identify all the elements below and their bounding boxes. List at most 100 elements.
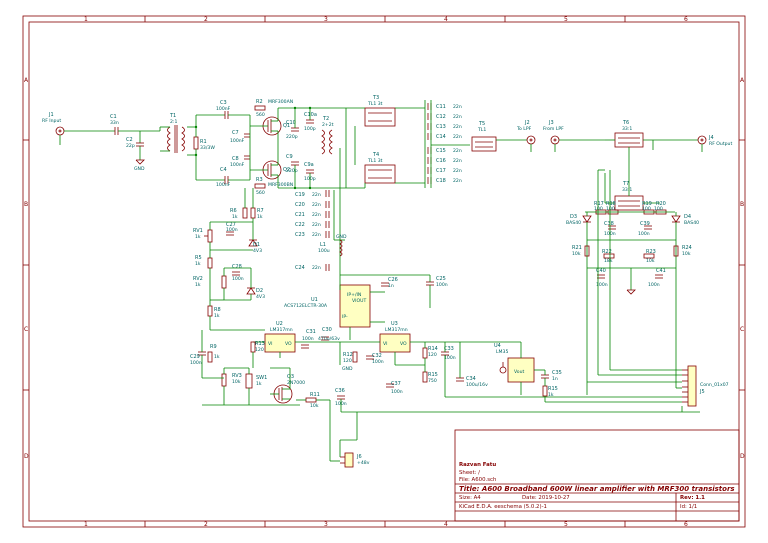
title-block: Razvan Fatu Sheet: / File: A600.sch Titl… xyxy=(454,429,740,522)
c22-value: 22n xyxy=(312,222,321,228)
c31-value: 100n xyxy=(302,336,314,342)
c1-ref: C1 xyxy=(110,114,117,120)
c29-ref: C29 xyxy=(190,354,200,360)
r20-value: 100 xyxy=(654,206,663,212)
current-sensor: IP+/IN VIOUT IP- U1 ACS712ELCTR-30A C26 … xyxy=(284,274,448,340)
c30-value: 470u/63v xyxy=(318,336,340,342)
c14-ref: C14 xyxy=(436,134,446,140)
r19-ref: R19 xyxy=(642,201,652,207)
c17-value: 22n xyxy=(453,168,462,174)
r6-ref: R6 xyxy=(230,208,237,214)
c22-ref: C22 xyxy=(295,222,305,228)
r3-ref: R3 xyxy=(256,177,263,183)
title-author: Razvan Fatu xyxy=(459,462,496,468)
u1-pin1: IP+/IN xyxy=(347,292,361,298)
r18-ref: R18 xyxy=(606,201,616,207)
u4-value: LM35 xyxy=(496,349,508,355)
r9-value: 1k xyxy=(214,354,220,360)
c7-value: 100nF xyxy=(230,138,245,144)
t6-value: 33:1 xyxy=(622,126,632,132)
c23-value: 22n xyxy=(312,232,321,238)
col-label: 6 xyxy=(684,16,688,23)
c13-ref: C13 xyxy=(436,124,446,130)
col-label: 5 xyxy=(564,521,568,528)
c33-ref: C33 xyxy=(444,346,454,352)
c35-value: 1n xyxy=(552,376,558,382)
rv1-value: 1k xyxy=(195,234,201,240)
r8-ref: R8 xyxy=(214,307,221,313)
r13-value: 120 xyxy=(255,347,264,353)
c28-value: 100n xyxy=(232,276,244,282)
col-label: 1 xyxy=(84,521,88,528)
u4-pin: Vout xyxy=(514,369,525,375)
u4-ref: U4 xyxy=(494,343,501,349)
u1-value: ACS712ELCTR-30A xyxy=(284,303,328,309)
row-label: A xyxy=(740,77,745,84)
c17-ref: C17 xyxy=(436,168,446,174)
u2-value: LM317mn xyxy=(270,327,293,333)
bias-switch: C29 100n RV3 10k SW1 1k Q3 2N7000 R11 10… xyxy=(190,330,700,462)
c19-ref: C19 xyxy=(295,192,305,198)
t1-value: 2:1 xyxy=(170,119,177,125)
title-tool: KiCad E.D.A. eeschema (5.0.2)-1 xyxy=(459,504,547,510)
c39-ref: C39 xyxy=(640,221,650,227)
col-label: 3 xyxy=(324,521,328,528)
u1-pin2: VIOUT xyxy=(352,298,366,304)
c33-value: 100n xyxy=(444,355,456,361)
d4-ref: D4 xyxy=(684,214,691,220)
t1-ref: T1 xyxy=(169,113,176,119)
q2-ref: Q2 xyxy=(283,167,290,173)
j5-value: Conn_01x07 xyxy=(700,382,729,388)
c32-ref: C32 xyxy=(372,353,382,359)
c2-ref: C2 xyxy=(126,137,133,143)
title-rev: Rev: 1.1 xyxy=(680,495,705,501)
q1-value: MRF300AN xyxy=(268,99,293,105)
l1-ref: L1 xyxy=(320,242,326,248)
j6-value: +48v xyxy=(357,460,370,466)
c34-ref: C34 xyxy=(466,376,476,382)
cap-bank: C11 22n C12 22n C13 22n C14 22n C15 22n … xyxy=(427,100,462,188)
gnd-label: GND xyxy=(336,234,347,240)
j2-value: To LPF xyxy=(516,126,532,132)
row-label: D xyxy=(740,453,745,460)
col-label: 2 xyxy=(204,16,208,23)
c7-ref: C7 xyxy=(232,130,239,136)
c19-value: 22n xyxy=(312,192,321,198)
l1-value: 100u xyxy=(318,248,330,254)
c8-value: 100nF xyxy=(230,162,245,168)
output-transformers: T3 TL1 3t T4 TL1 3t C11 22n C12 22n C13 … xyxy=(346,95,732,211)
u1-pin3: IP- xyxy=(342,314,348,320)
j3-ref: J3 xyxy=(548,120,554,126)
u2-vi: VI xyxy=(268,341,273,347)
r22-value: 18k xyxy=(604,258,613,264)
r14-ref: R14 xyxy=(428,346,438,352)
c23-ref: C23 xyxy=(295,232,305,238)
r21-ref: R21 xyxy=(572,245,582,251)
c14-value: 22n xyxy=(453,134,462,140)
r13-ref: R13 xyxy=(255,341,265,347)
c34-value: 100u/16v xyxy=(466,382,488,388)
r1-ref: R1 xyxy=(200,139,207,145)
c26-ref: C26 xyxy=(388,277,398,283)
c27-value: 100n xyxy=(226,227,238,233)
c11-value: 22n xyxy=(453,104,462,110)
r21-value: 10k xyxy=(572,251,581,257)
d3-value: BAS40 xyxy=(566,220,581,226)
sw1-ref: SW1 xyxy=(256,375,267,381)
q3-value: 2N7000 xyxy=(287,380,305,386)
c9-value: 220p xyxy=(286,168,298,174)
temp-sensor: Vout U4 LM35 C35 1n R15 1k xyxy=(470,341,562,402)
j3-value: From LPF xyxy=(543,126,564,132)
q1-ref: Q1 xyxy=(283,123,290,129)
d2-value: 4V3 xyxy=(256,294,265,300)
gnd-label: GND xyxy=(134,166,145,172)
r8-value: 1k xyxy=(214,313,220,319)
t5-value: TL1 xyxy=(477,127,486,133)
c18-ref: C18 xyxy=(436,178,446,184)
row-label: B xyxy=(24,201,28,208)
title-file: File: A600.sch xyxy=(459,477,496,483)
sw1-value: 1k xyxy=(256,381,262,387)
q2-value: MRF300BN xyxy=(268,182,293,188)
input-section: J1 RF Input C1 33n C2 22p GND T1 2:1 R1 … xyxy=(42,112,225,181)
rv1-ref: RV1 xyxy=(193,228,203,234)
